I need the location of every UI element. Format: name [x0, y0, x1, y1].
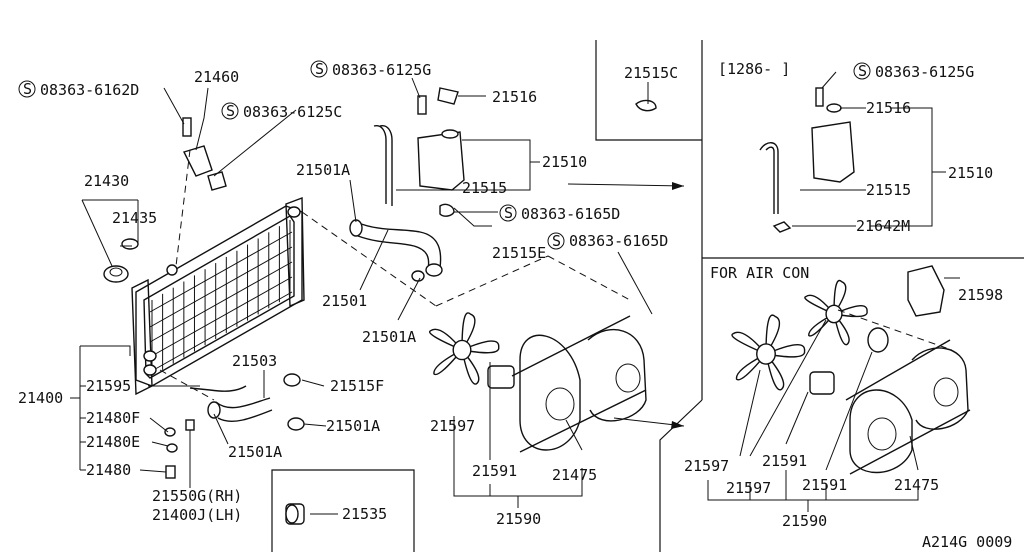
label-21515c: 21515C [624, 64, 678, 82]
reservoir-tank-1286 [759, 87, 855, 233]
upper-bracket [175, 117, 227, 267]
standard-part-symbols: S S S S S S [18, 60, 871, 250]
label-21598: 21598 [958, 286, 1003, 304]
label-21510-b: 21510 [948, 164, 993, 182]
radiator-core [131, 196, 305, 396]
label-21597-c: 21597 [726, 479, 771, 497]
s-circle-icon [853, 62, 871, 80]
part-labels: 08363-6162D 21460 08363-6125C 08363-6125… [18, 60, 1012, 551]
label-21591-a: 21591 [472, 462, 517, 480]
leader-lines [70, 71, 960, 515]
label-21597-b: 21597 [684, 457, 729, 475]
label-21642m: 21642M [856, 217, 910, 235]
fan-assembly-main [301, 211, 647, 453]
s-circle-icon [547, 232, 565, 250]
label-21510-a: 21510 [542, 153, 587, 171]
label-21515f: 21515F [330, 377, 384, 395]
upper-hose [349, 219, 443, 282]
s-symbol: S [23, 80, 32, 98]
label-21475-a: 21475 [552, 466, 597, 484]
label-21400: 21400 [18, 389, 63, 407]
panel-separators [271, 40, 1024, 552]
label-21430: 21430 [84, 172, 129, 190]
label-21591-c: 21591 [802, 476, 847, 494]
s-circle-icon [18, 80, 36, 98]
label-21550g: 21550G(RH) [152, 487, 242, 505]
label-08363-6125g-a: 08363-6125G [332, 61, 431, 79]
label-21475-b: 21475 [894, 476, 939, 494]
label-21590-a: 21590 [496, 510, 541, 528]
diagram-code: A214G 0009 [922, 533, 1012, 551]
label-08363-6165d-a: 08363-6165D [521, 205, 620, 223]
fan-assembly-aircon [731, 265, 971, 475]
label-21590-b: 21590 [782, 512, 827, 530]
label-21516-a: 21516 [492, 88, 537, 106]
label-21435: 21435 [112, 209, 157, 227]
label-1286: [1286- ] [718, 60, 790, 78]
s-circle-icon [221, 102, 239, 120]
reservoir-tank-upper [373, 87, 465, 217]
radiator-cap [103, 238, 139, 283]
label-21460: 21460 [194, 68, 239, 86]
s-circle-icon [310, 60, 328, 78]
label-21501a-b: 21501A [362, 328, 416, 346]
label-21535: 21535 [342, 505, 387, 523]
label-21595: 21595 [86, 377, 131, 395]
s-symbol: S [858, 62, 867, 80]
label-21515-a: 21515 [462, 179, 507, 197]
label-21515e: 21515E [492, 244, 546, 262]
label-for-air-con: FOR AIR CON [710, 264, 809, 282]
label-21516-b: 21516 [866, 99, 911, 117]
label-21501a-a: 21501A [296, 161, 350, 179]
label-21480: 21480 [86, 461, 131, 479]
label-21591-b: 21591 [762, 452, 807, 470]
label-21400j: 21400J(LH) [152, 506, 242, 524]
label-08363-6125g-b: 08363-6125G [875, 63, 974, 81]
leader-arrows [567, 182, 685, 429]
label-21480e: 21480E [86, 433, 140, 451]
s-circle-icon [499, 204, 517, 222]
s-symbol: S [315, 60, 324, 78]
label-08363-6165d-b: 08363-6165D [569, 232, 668, 250]
label-08363-6162d: 08363-6162D [40, 81, 139, 99]
label-21597-a: 21597 [430, 417, 475, 435]
label-21503: 21503 [232, 352, 277, 370]
label-08363-6125c: 08363-6125C [243, 103, 342, 121]
s-symbol: S [504, 204, 513, 222]
label-21480f: 21480F [86, 409, 140, 427]
clip-21515c [635, 99, 657, 112]
s-symbol: S [226, 102, 235, 120]
drain-plug [285, 503, 305, 525]
label-21501a-c: 21501A [326, 417, 380, 435]
label-21515-b: 21515 [866, 181, 911, 199]
label-21501: 21501 [322, 292, 367, 310]
s-symbol: S [552, 232, 561, 250]
lower-hoses [159, 369, 305, 479]
label-21501a-d: 21501A [228, 443, 282, 461]
